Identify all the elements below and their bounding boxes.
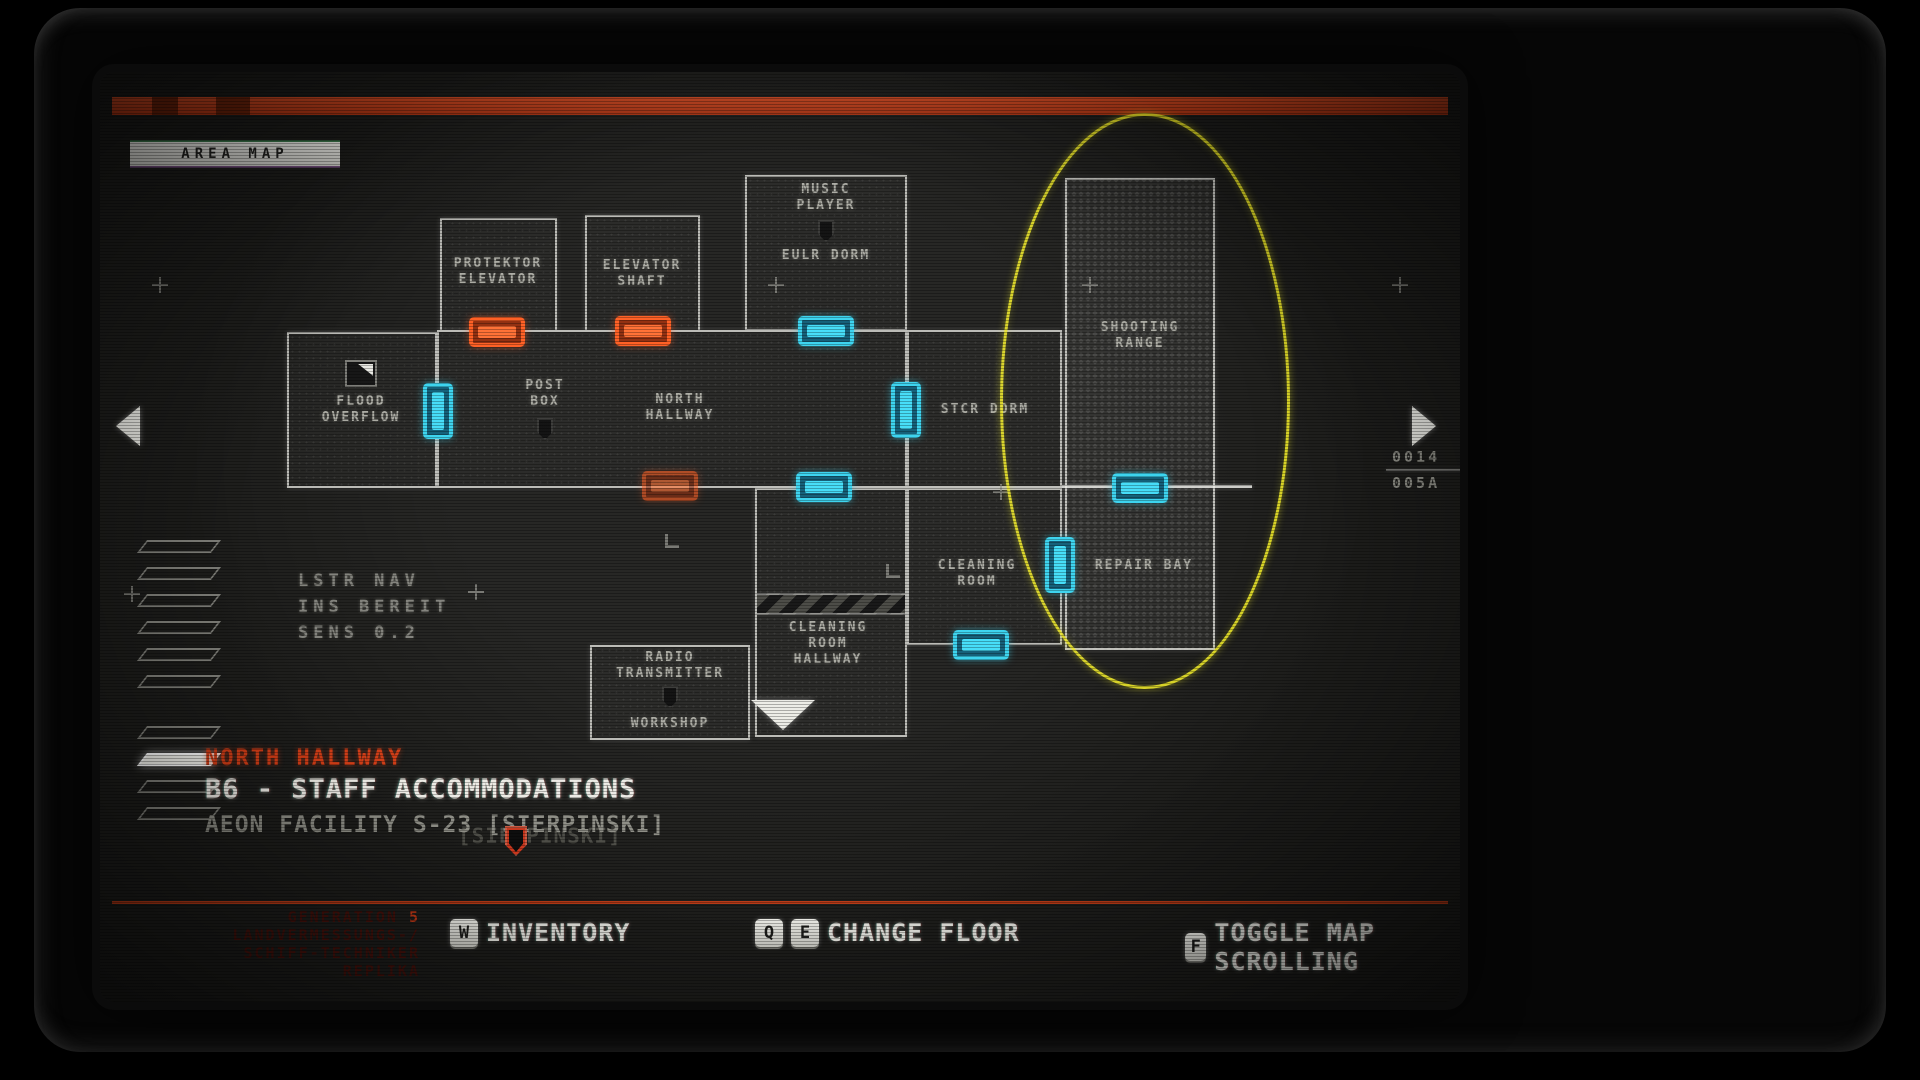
floor-chip <box>136 540 222 553</box>
replika-line-2: LANDVERMESSUNGS-/ <box>232 926 420 944</box>
hint-toggle-scroll-label: TOGGLE MAP SCROLLING <box>1214 918 1375 976</box>
door-cleaning-hallway-east <box>953 630 1009 660</box>
crt-screen: AREA MAP MUSIC PLAYER EULR DORM PROTEKTO… <box>100 72 1460 1002</box>
floor-chip <box>136 726 222 739</box>
grid-cross-icon <box>152 277 168 293</box>
replika-generation-number: 5 <box>408 908 420 926</box>
room-eulr-dorm <box>745 175 907 331</box>
post-box-marker-icon <box>537 418 553 440</box>
scroll-right-arrow[interactable] <box>1412 406 1436 446</box>
current-room-name: NORTH HALLWAY <box>205 746 404 771</box>
door-elevator-shaft <box>615 316 671 346</box>
key-f[interactable]: F <box>1185 933 1207 961</box>
music-player-marker-icon <box>818 220 834 242</box>
grid-cross-icon <box>768 277 784 293</box>
door-protektor-elevator <box>469 317 525 347</box>
current-floor-name: B6 - STAFF ACCOMMODATIONS <box>205 774 637 805</box>
room-cleaning-room <box>907 488 1062 645</box>
replika-line-4: REPLIKA <box>342 962 420 980</box>
floor-chip <box>136 648 222 661</box>
hint-change-floor[interactable]: Q E CHANGE FLOOR <box>755 918 1020 947</box>
hazard-stripes <box>757 593 905 615</box>
facility-name-ghost: [SIERPINSKI] <box>458 824 622 848</box>
topbar-notch <box>216 97 250 115</box>
page-title: AREA MAP <box>130 142 340 166</box>
radio-marker-icon <box>662 686 678 708</box>
door-shooting-range <box>1112 473 1168 503</box>
label-music-player: MUSIC PLAYER <box>796 182 856 213</box>
label-radio-transmitter: RADIO TRANSMITTER <box>615 650 725 681</box>
label-workshop: WORKSHOP <box>630 716 710 731</box>
room-protektor-elevator <box>440 218 557 332</box>
grid-cross-icon <box>124 586 140 602</box>
facility-name: AEON FACILITY S-23 [SIERPINSKI] <box>205 812 666 838</box>
replika-line-3: SCHIFF-TECHNIKER <box>243 944 420 962</box>
key-e[interactable]: E <box>791 918 819 947</box>
label-post-box: POST BOX <box>525 378 565 409</box>
nav-line-1: LSTR NAV <box>298 571 420 591</box>
label-cleaning-room-hallway: CLEANING ROOM HALLWAY <box>788 620 868 667</box>
scroll-down-arrow[interactable] <box>751 700 815 730</box>
label-elevator-shaft: ELEVATOR SHAFT <box>602 258 682 289</box>
nav-readout: LSTR NAV INS BEREIT SENS 0.2 <box>298 568 450 646</box>
grid-cross-icon <box>1082 277 1098 293</box>
room-flood-overflow <box>287 332 437 488</box>
nav-line-3: SENS 0.2 <box>298 623 420 643</box>
label-flood-overflow: FLOOD OVERFLOW <box>321 394 401 425</box>
door-flood-overflow <box>423 383 453 439</box>
replika-generation-label: GENERATION <box>287 908 398 926</box>
label-protektor-elevator: PROTEKTOR ELEVATOR <box>453 256 543 287</box>
top-accent-bar <box>112 97 1448 115</box>
label-shooting-range: SHOOTING RANGE <box>1100 320 1180 351</box>
hint-inventory-label: INVENTORY <box>486 918 631 947</box>
hint-change-floor-label: CHANGE FLOOR <box>827 918 1020 947</box>
scroll-left-arrow[interactable] <box>116 406 140 446</box>
door-repair-bay <box>1045 537 1075 593</box>
topbar-notch <box>152 97 178 115</box>
grid-cross-icon <box>993 484 1009 500</box>
floor-chip <box>136 621 222 634</box>
grid-cross-icon <box>1392 277 1408 293</box>
location-marker-icon <box>505 826 527 856</box>
label-stcr-dorm: STCR DORM <box>940 402 1030 417</box>
label-cleaning-room: CLEANING ROOM <box>937 558 1017 589</box>
map-code-bottom: 005A <box>1392 474 1441 492</box>
door-stcr-dorm <box>891 382 921 438</box>
hint-toggle-scroll[interactable]: F TOGGLE MAP SCROLLING <box>1185 918 1460 976</box>
nav-line-2: INS BEREIT <box>298 597 451 617</box>
floor-chip <box>136 594 222 607</box>
key-q[interactable]: Q <box>755 918 783 947</box>
floor-chip <box>136 675 222 688</box>
room-shooting-range <box>1065 178 1215 650</box>
grid-corner-icon <box>886 564 900 578</box>
footer-separator <box>112 901 1448 904</box>
label-eulr-dorm: EULR DORM <box>781 248 871 263</box>
grid-cross-icon <box>468 584 484 600</box>
door-eulr-dorm <box>798 316 854 346</box>
hint-inventory[interactable]: W INVENTORY <box>450 918 630 947</box>
door-cleaning-hallway-north <box>796 472 852 502</box>
stairs-icon <box>345 360 377 387</box>
label-repair-bay: REPAIR BAY <box>1094 558 1194 573</box>
grid-corner-icon <box>665 534 679 548</box>
map-code-top: 0014 <box>1392 448 1441 466</box>
door-north-hallway-south <box>642 471 698 501</box>
code-tick-line <box>1386 469 1460 471</box>
label-north-hallway: NORTH HALLWAY <box>645 392 715 423</box>
replika-designation: GENERATION 5 LANDVERMESSUNGS-/ SCHIFF-TE… <box>120 908 420 980</box>
key-w[interactable]: W <box>450 918 478 947</box>
floor-chip <box>136 567 222 580</box>
